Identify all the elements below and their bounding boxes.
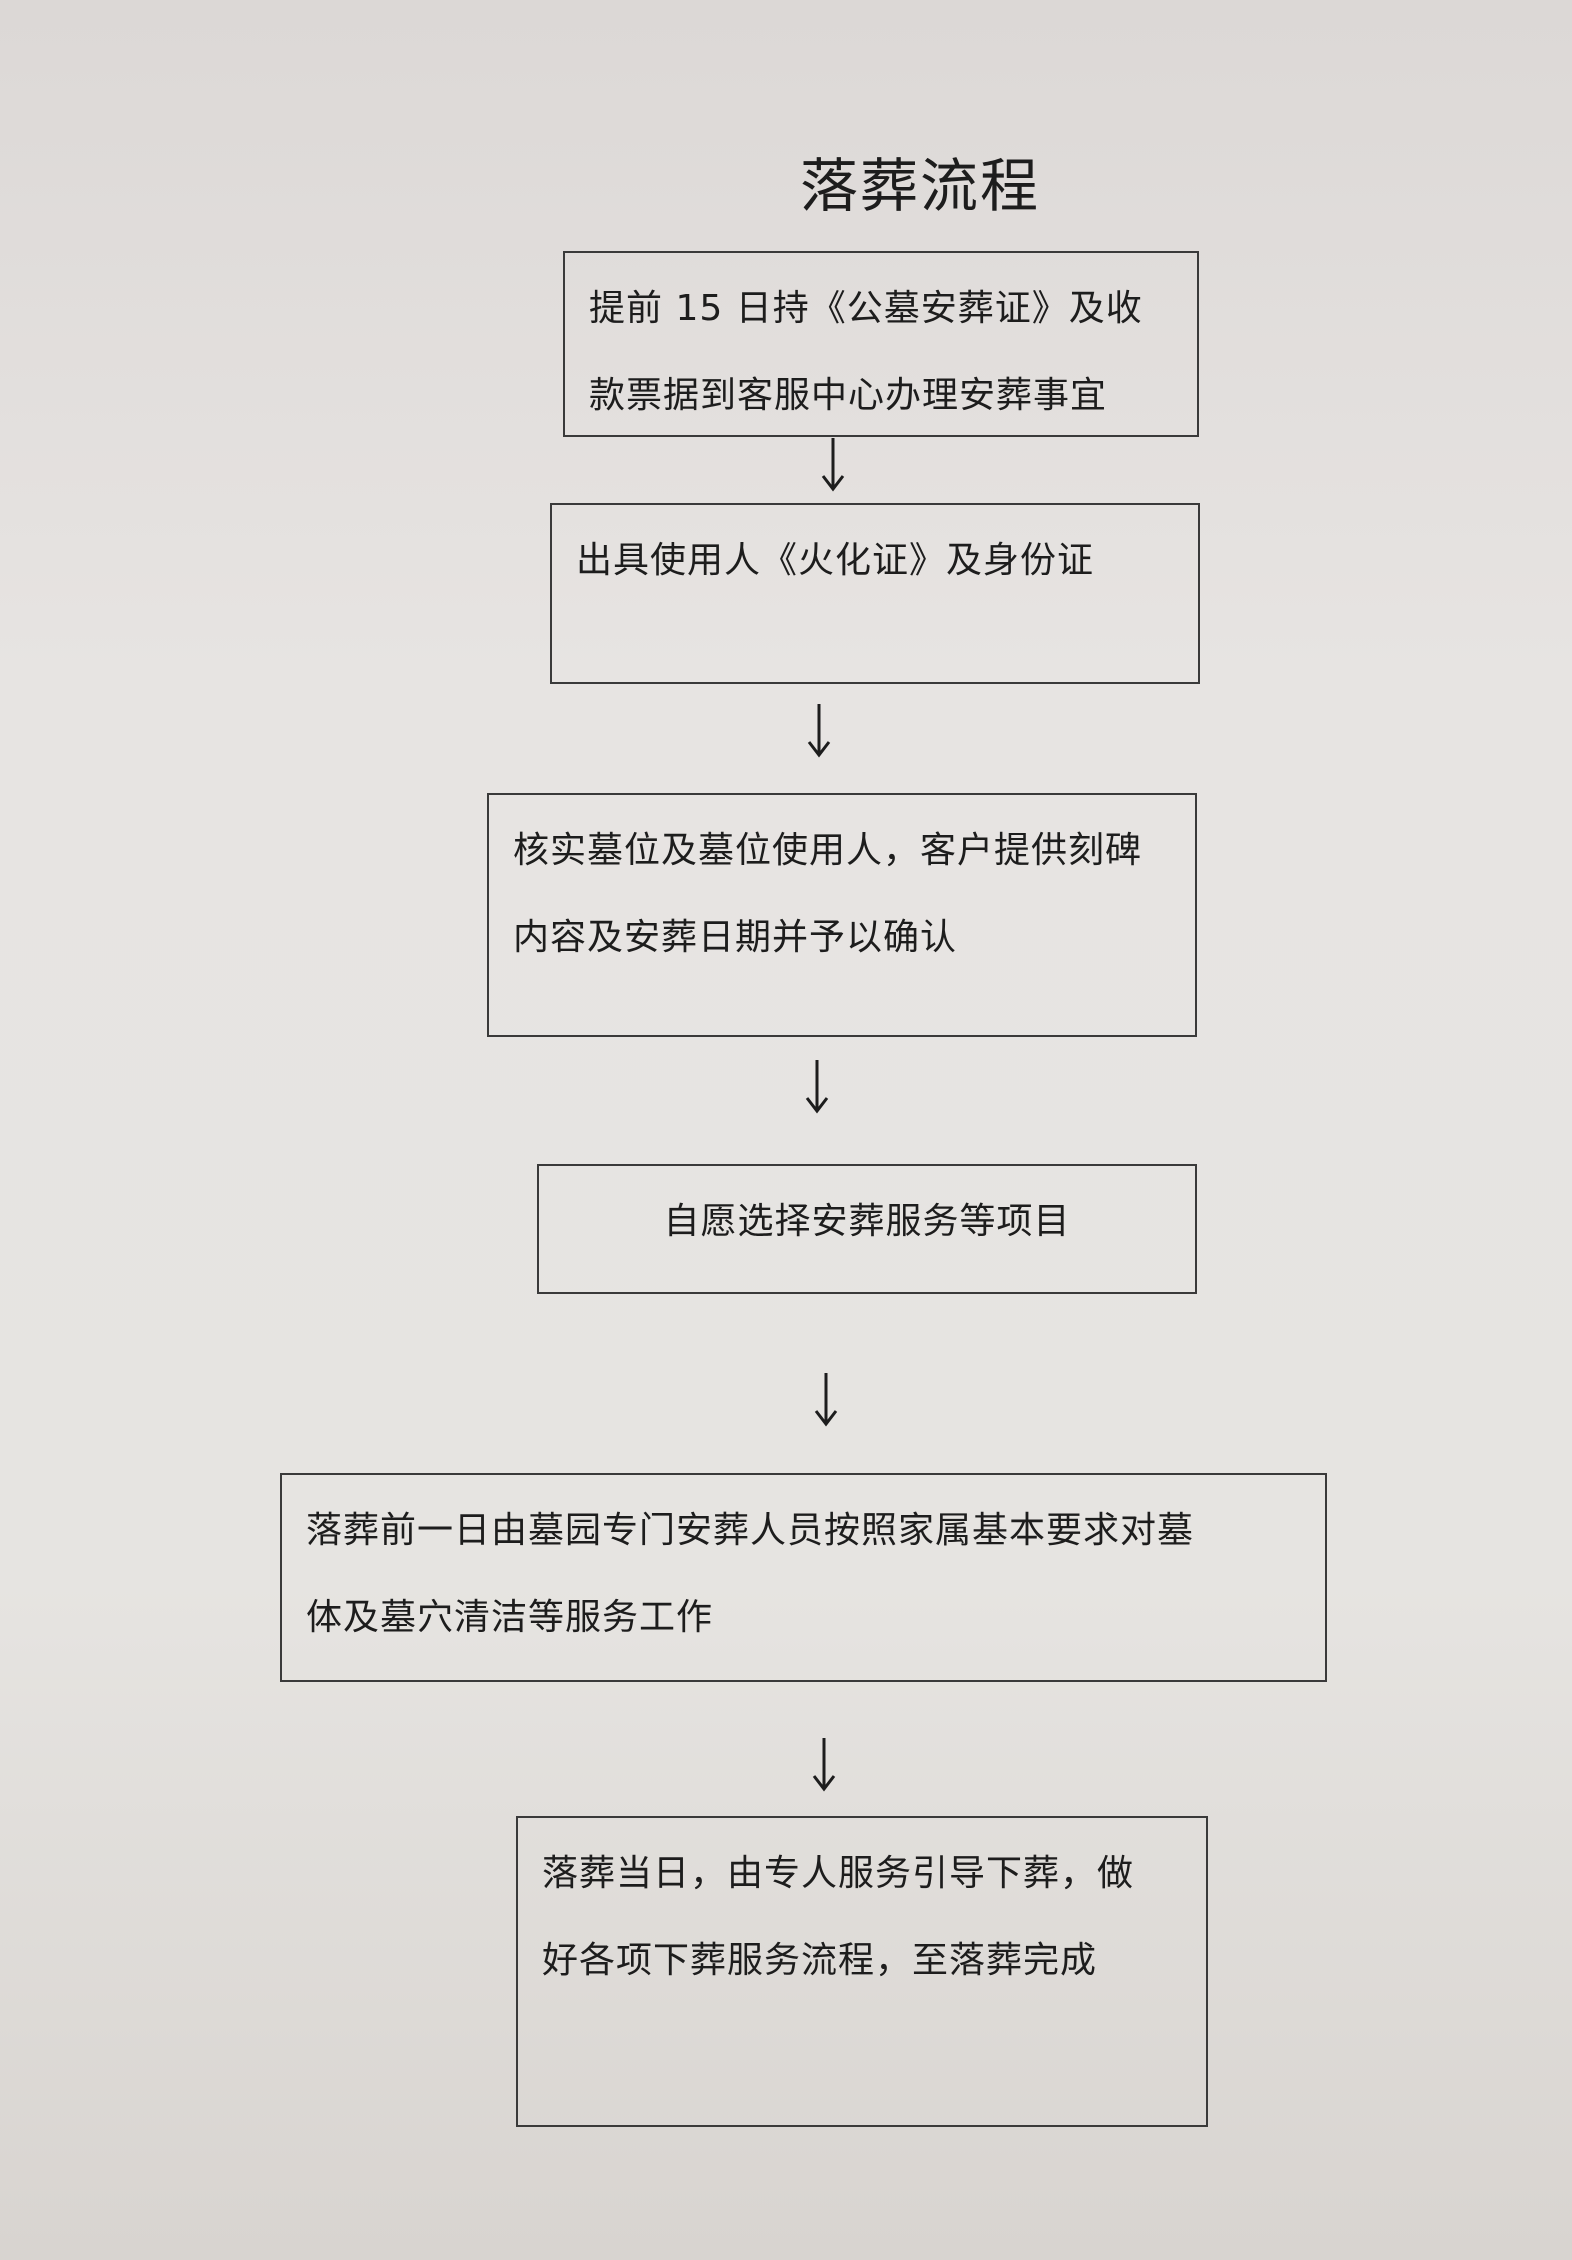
step-2-box: 出具使用人《火化证》及身份证: [550, 503, 1200, 684]
arrow-down-icon: [807, 704, 831, 758]
step-3-line-1: 核实墓位及墓位使用人，客户提供刻碑: [513, 830, 1143, 871]
arrow-down-icon: [805, 1060, 829, 1114]
step-3-box: 核实墓位及墓位使用人，客户提供刻碑 内容及安葬日期并予以确认: [487, 793, 1197, 1037]
step-5-box: 落葬前一日由墓园专门安葬人员按照家属基本要求对墓 体及墓穴清洁等服务工作: [280, 1473, 1327, 1682]
step-3-line-2: 内容及安葬日期并予以确认: [513, 917, 958, 958]
step-5-line-2: 体及墓穴清洁等服务工作: [306, 1597, 714, 1638]
step-4-line-1: 自愿选择安葬服务等项目: [663, 1201, 1071, 1242]
arrow-down-icon: [812, 1738, 836, 1792]
step-2-line-1: 出具使用人《火化证》及身份证: [576, 540, 1095, 581]
step-1-line-1: 提前 15 日持《公墓安葬证》及收: [589, 288, 1143, 329]
step-5-line-1: 落葬前一日由墓园专门安葬人员按照家属基本要求对墓: [306, 1510, 1195, 1551]
step-6-box: 落葬当日，由专人服务引导下葬，做 好各项下葬服务流程，至落葬完成: [516, 1816, 1208, 2127]
step-6-line-1: 落葬当日，由专人服务引导下葬，做: [542, 1853, 1135, 1894]
step-6-line-2: 好各项下葬服务流程，至落葬完成: [542, 1940, 1098, 1981]
step-1-line-2: 款票据到客服中心办理安葬事宜: [589, 375, 1108, 416]
arrow-down-icon: [814, 1373, 838, 1427]
page-title: 落葬流程: [800, 152, 1041, 220]
arrow-down-icon: [821, 438, 845, 492]
step-4-box: 自愿选择安葬服务等项目: [537, 1164, 1197, 1294]
step-1-box: 提前 15 日持《公墓安葬证》及收 款票据到客服中心办理安葬事宜: [563, 251, 1199, 437]
